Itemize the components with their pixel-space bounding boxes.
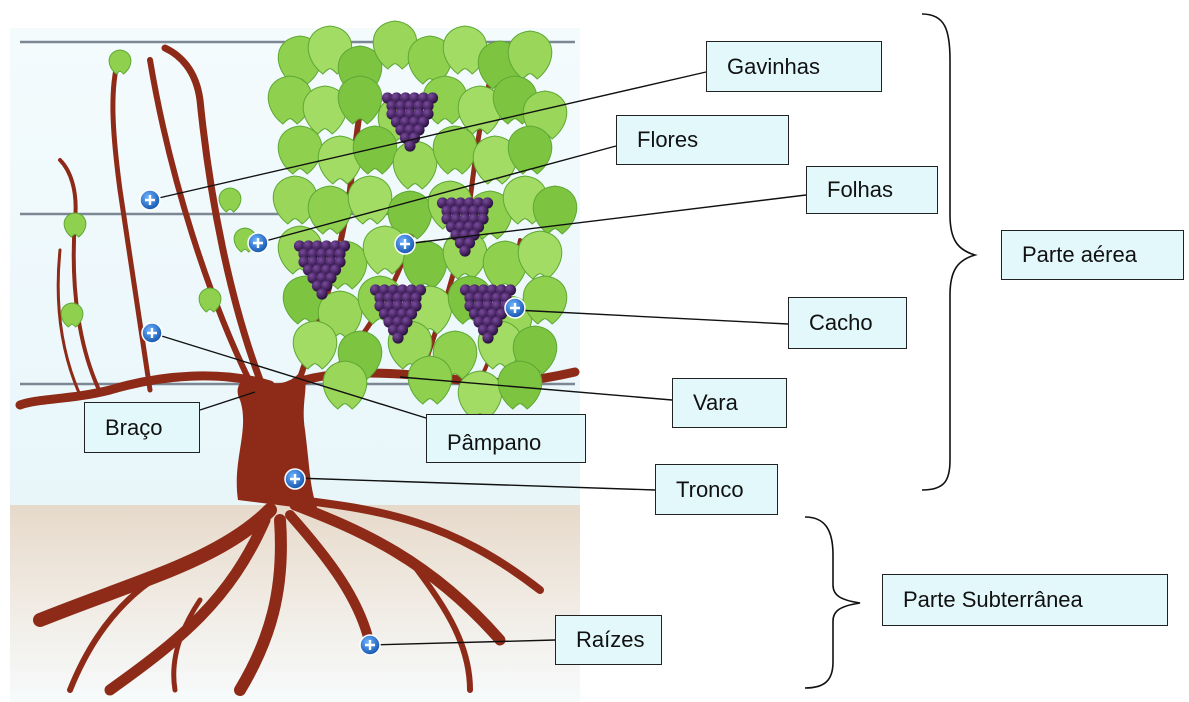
brace-parte-subterranea bbox=[805, 517, 860, 688]
grape-berry bbox=[316, 288, 327, 299]
label-flores: Flores bbox=[616, 115, 789, 165]
marker-cacho[interactable] bbox=[505, 298, 525, 318]
label-vara: Vara bbox=[672, 378, 787, 428]
marker-tronco[interactable] bbox=[285, 469, 305, 489]
leaf bbox=[61, 303, 83, 327]
label-pampano: Pâmpano bbox=[426, 414, 586, 463]
marker-flores[interactable] bbox=[248, 233, 268, 253]
label-cacho: Cacho bbox=[788, 297, 907, 349]
grape-berry bbox=[392, 332, 403, 343]
leaf bbox=[64, 213, 86, 237]
marker-folhas[interactable] bbox=[395, 234, 415, 254]
label-gavinhas: Gavinhas bbox=[706, 41, 882, 92]
label-parte-subterranea: Parte Subterrânea bbox=[882, 574, 1168, 626]
brace-parte-aerea bbox=[922, 14, 975, 490]
label-folhas: Folhas bbox=[806, 166, 938, 214]
grape-berry bbox=[404, 140, 415, 151]
grape-berry bbox=[482, 332, 493, 343]
leaf bbox=[199, 288, 221, 312]
leaf bbox=[109, 50, 131, 74]
marker-pampano[interactable] bbox=[142, 323, 162, 343]
grape-berry bbox=[459, 245, 470, 256]
label-braco: Braço bbox=[84, 402, 200, 453]
marker-raizes[interactable] bbox=[360, 635, 380, 655]
label-parte-aerea: Parte aérea bbox=[1001, 230, 1184, 280]
label-raizes: Raízes bbox=[555, 615, 662, 665]
label-tronco: Tronco bbox=[655, 464, 778, 515]
leaf bbox=[219, 188, 241, 212]
marker-gavinhas[interactable] bbox=[140, 190, 160, 210]
